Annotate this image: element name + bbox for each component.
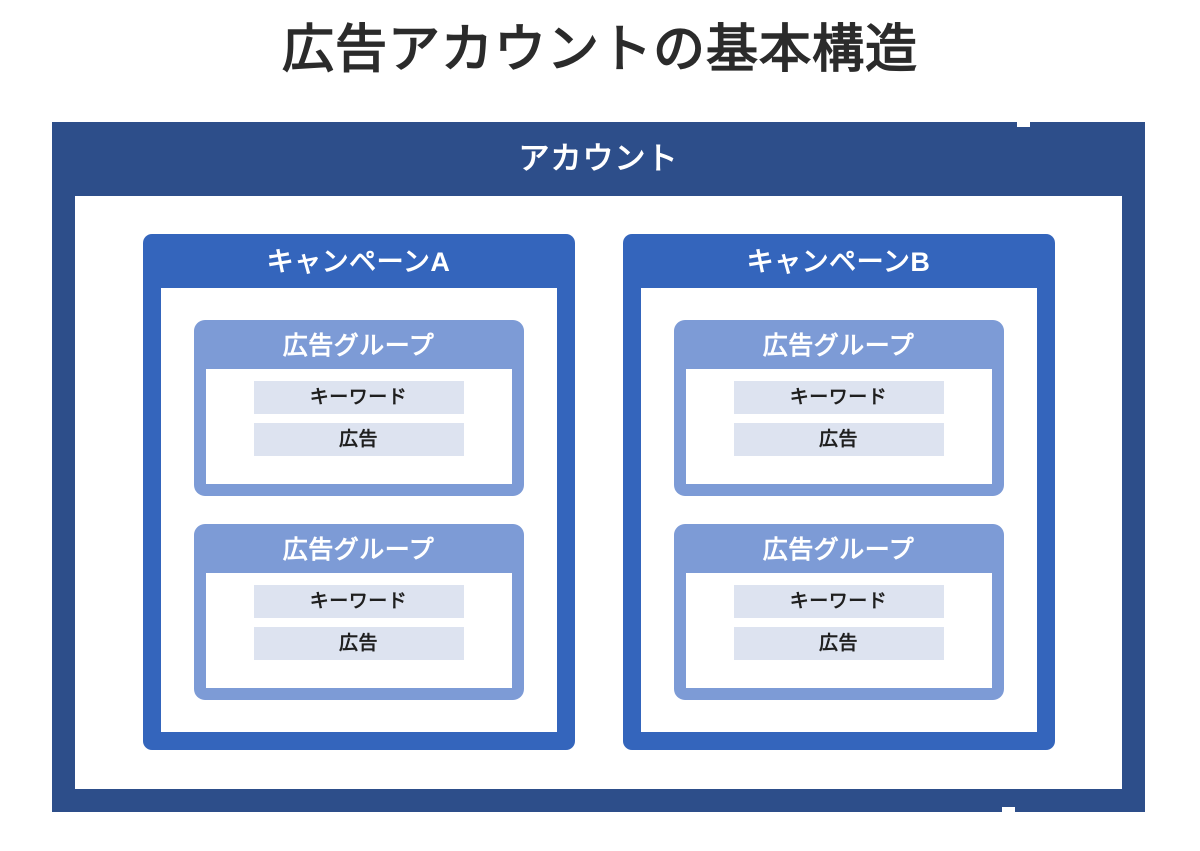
campaign-label-b: キャンペーンB: [746, 247, 931, 277]
campaign-container-a: キャンペーンA 広告グループ キーワード 広告 広告グループ: [142, 234, 575, 750]
ad-group-container: 広告グループ キーワード 広告: [673, 524, 1004, 700]
campaign-row: キャンペーンA 広告グループ キーワード 広告 広告グループ: [75, 196, 1122, 789]
campaign-container-b: キャンペーンB 広告グループ キーワード 広告 広告グループ: [622, 234, 1055, 750]
keyword-chip: キーワード: [733, 585, 944, 618]
ad-group-label: 広告グループ: [762, 536, 915, 564]
account-label: アカウント: [518, 141, 679, 176]
ad-group-inner-panel: キーワード 広告: [685, 573, 992, 688]
campaign-label-a: キャンペーンA: [266, 247, 451, 277]
ad-chip: 広告: [733, 423, 944, 456]
account-inner-panel: キャンペーンA 広告グループ キーワード 広告 広告グループ: [75, 196, 1122, 789]
ad-group-label: 広告グループ: [282, 536, 435, 564]
keyword-chip: キーワード: [253, 585, 464, 618]
ad-group-inner-panel: キーワード 広告: [205, 573, 512, 688]
ad-group-label: 広告グループ: [762, 332, 915, 360]
ad-chip: 広告: [253, 627, 464, 660]
page-title: 広告アカウントの基本構造: [281, 21, 918, 79]
ad-chip: 広告: [253, 423, 464, 456]
top-notch-artifact: [1017, 122, 1030, 127]
keyword-chip: キーワード: [733, 381, 944, 414]
account-container: アカウント キャンペーンA 広告グループ キーワード 広告: [52, 122, 1145, 812]
ad-group-container: 広告グループ キーワード 広告: [193, 524, 524, 700]
bottom-notch-artifact: [1002, 807, 1015, 812]
keyword-chip: キーワード: [253, 381, 464, 414]
ad-group-container: 広告グループ キーワード 広告: [673, 320, 1004, 496]
ad-group-container: 広告グループ キーワード 広告: [193, 320, 524, 496]
campaign-inner-panel-b: 広告グループ キーワード 広告 広告グループ キーワード 広告: [640, 288, 1037, 732]
ad-group-label: 広告グループ: [282, 332, 435, 360]
ad-group-inner-panel: キーワード 広告: [205, 369, 512, 484]
campaign-inner-panel-a: 広告グループ キーワード 広告 広告グループ キーワード 広告: [160, 288, 557, 732]
ad-chip: 広告: [733, 627, 944, 660]
ad-group-inner-panel: キーワード 広告: [685, 369, 992, 484]
